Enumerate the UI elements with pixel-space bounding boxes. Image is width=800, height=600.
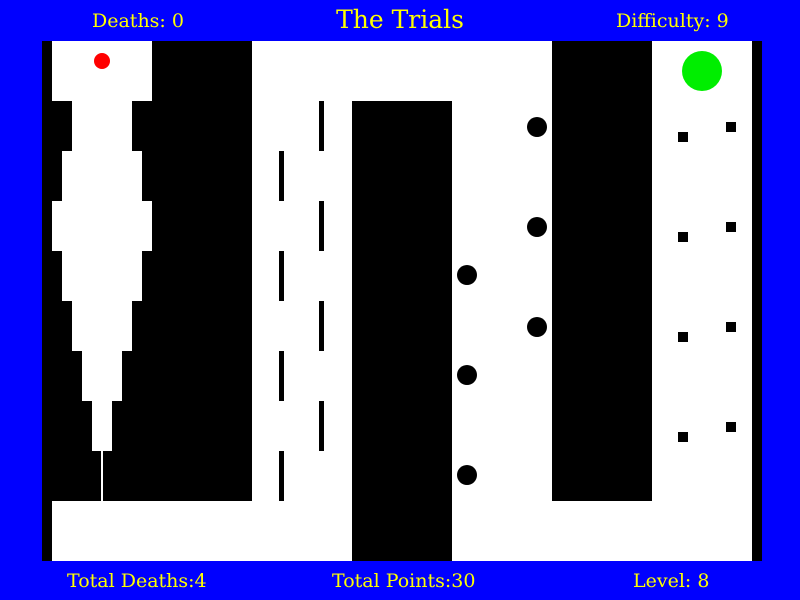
- difficulty-indicator: Difficulty: 9: [616, 10, 729, 32]
- floor-funnel-1: [72, 101, 132, 151]
- player-icon[interactable]: [94, 53, 110, 69]
- enemy-square-icon: [726, 322, 736, 332]
- total-deaths-counter: Total Deaths:4: [67, 570, 207, 592]
- game-title: The Trials: [336, 5, 464, 34]
- enemy-dot-icon: [527, 117, 547, 137]
- enemy-square-icon: [678, 132, 688, 142]
- enemy-square-icon: [678, 432, 688, 442]
- floor-dot-column: [452, 101, 552, 501]
- floor-right-column: [652, 41, 752, 501]
- enemy-square-icon: [726, 122, 736, 132]
- goal-icon: [682, 51, 722, 91]
- pillar-obstacle: [279, 251, 284, 301]
- pillar-obstacle: [319, 301, 324, 351]
- pillar-obstacle: [279, 151, 284, 201]
- enemy-dot-icon: [457, 465, 477, 485]
- floor-top-corridor: [352, 41, 552, 101]
- enemy-dot-icon: [527, 217, 547, 237]
- pillar-obstacle: [319, 401, 324, 451]
- enemy-dot-icon: [457, 365, 477, 385]
- pillar-obstacle: [279, 451, 284, 501]
- level-indicator: Level: 8: [633, 570, 710, 592]
- floor-pillar-column: [252, 41, 352, 501]
- enemy-dot-icon: [457, 265, 477, 285]
- floor-bottom-right-corridor: [452, 501, 752, 561]
- pillar-obstacle: [319, 101, 324, 151]
- floor-funnel-6: [82, 351, 122, 401]
- floor-thin-line: [101, 451, 103, 501]
- pillar-obstacle: [319, 201, 324, 251]
- floor-funnel-2: [62, 151, 142, 201]
- enemy-square-icon: [678, 232, 688, 242]
- floor-funnel-7: [92, 401, 112, 451]
- floor-funnel-5: [72, 301, 132, 351]
- floor-bottom-corridor: [52, 501, 352, 561]
- game-arena[interactable]: [42, 41, 762, 561]
- floor-start-area: [52, 41, 152, 101]
- enemy-square-icon: [678, 332, 688, 342]
- floor-funnel-4: [62, 251, 142, 301]
- enemy-square-icon: [726, 222, 736, 232]
- floor-funnel-3: [52, 201, 152, 251]
- enemy-dot-icon: [527, 317, 547, 337]
- total-points-counter: Total Points:30: [332, 570, 476, 592]
- deaths-counter: Deaths: 0: [92, 10, 184, 32]
- enemy-square-icon: [726, 422, 736, 432]
- pillar-obstacle: [279, 351, 284, 401]
